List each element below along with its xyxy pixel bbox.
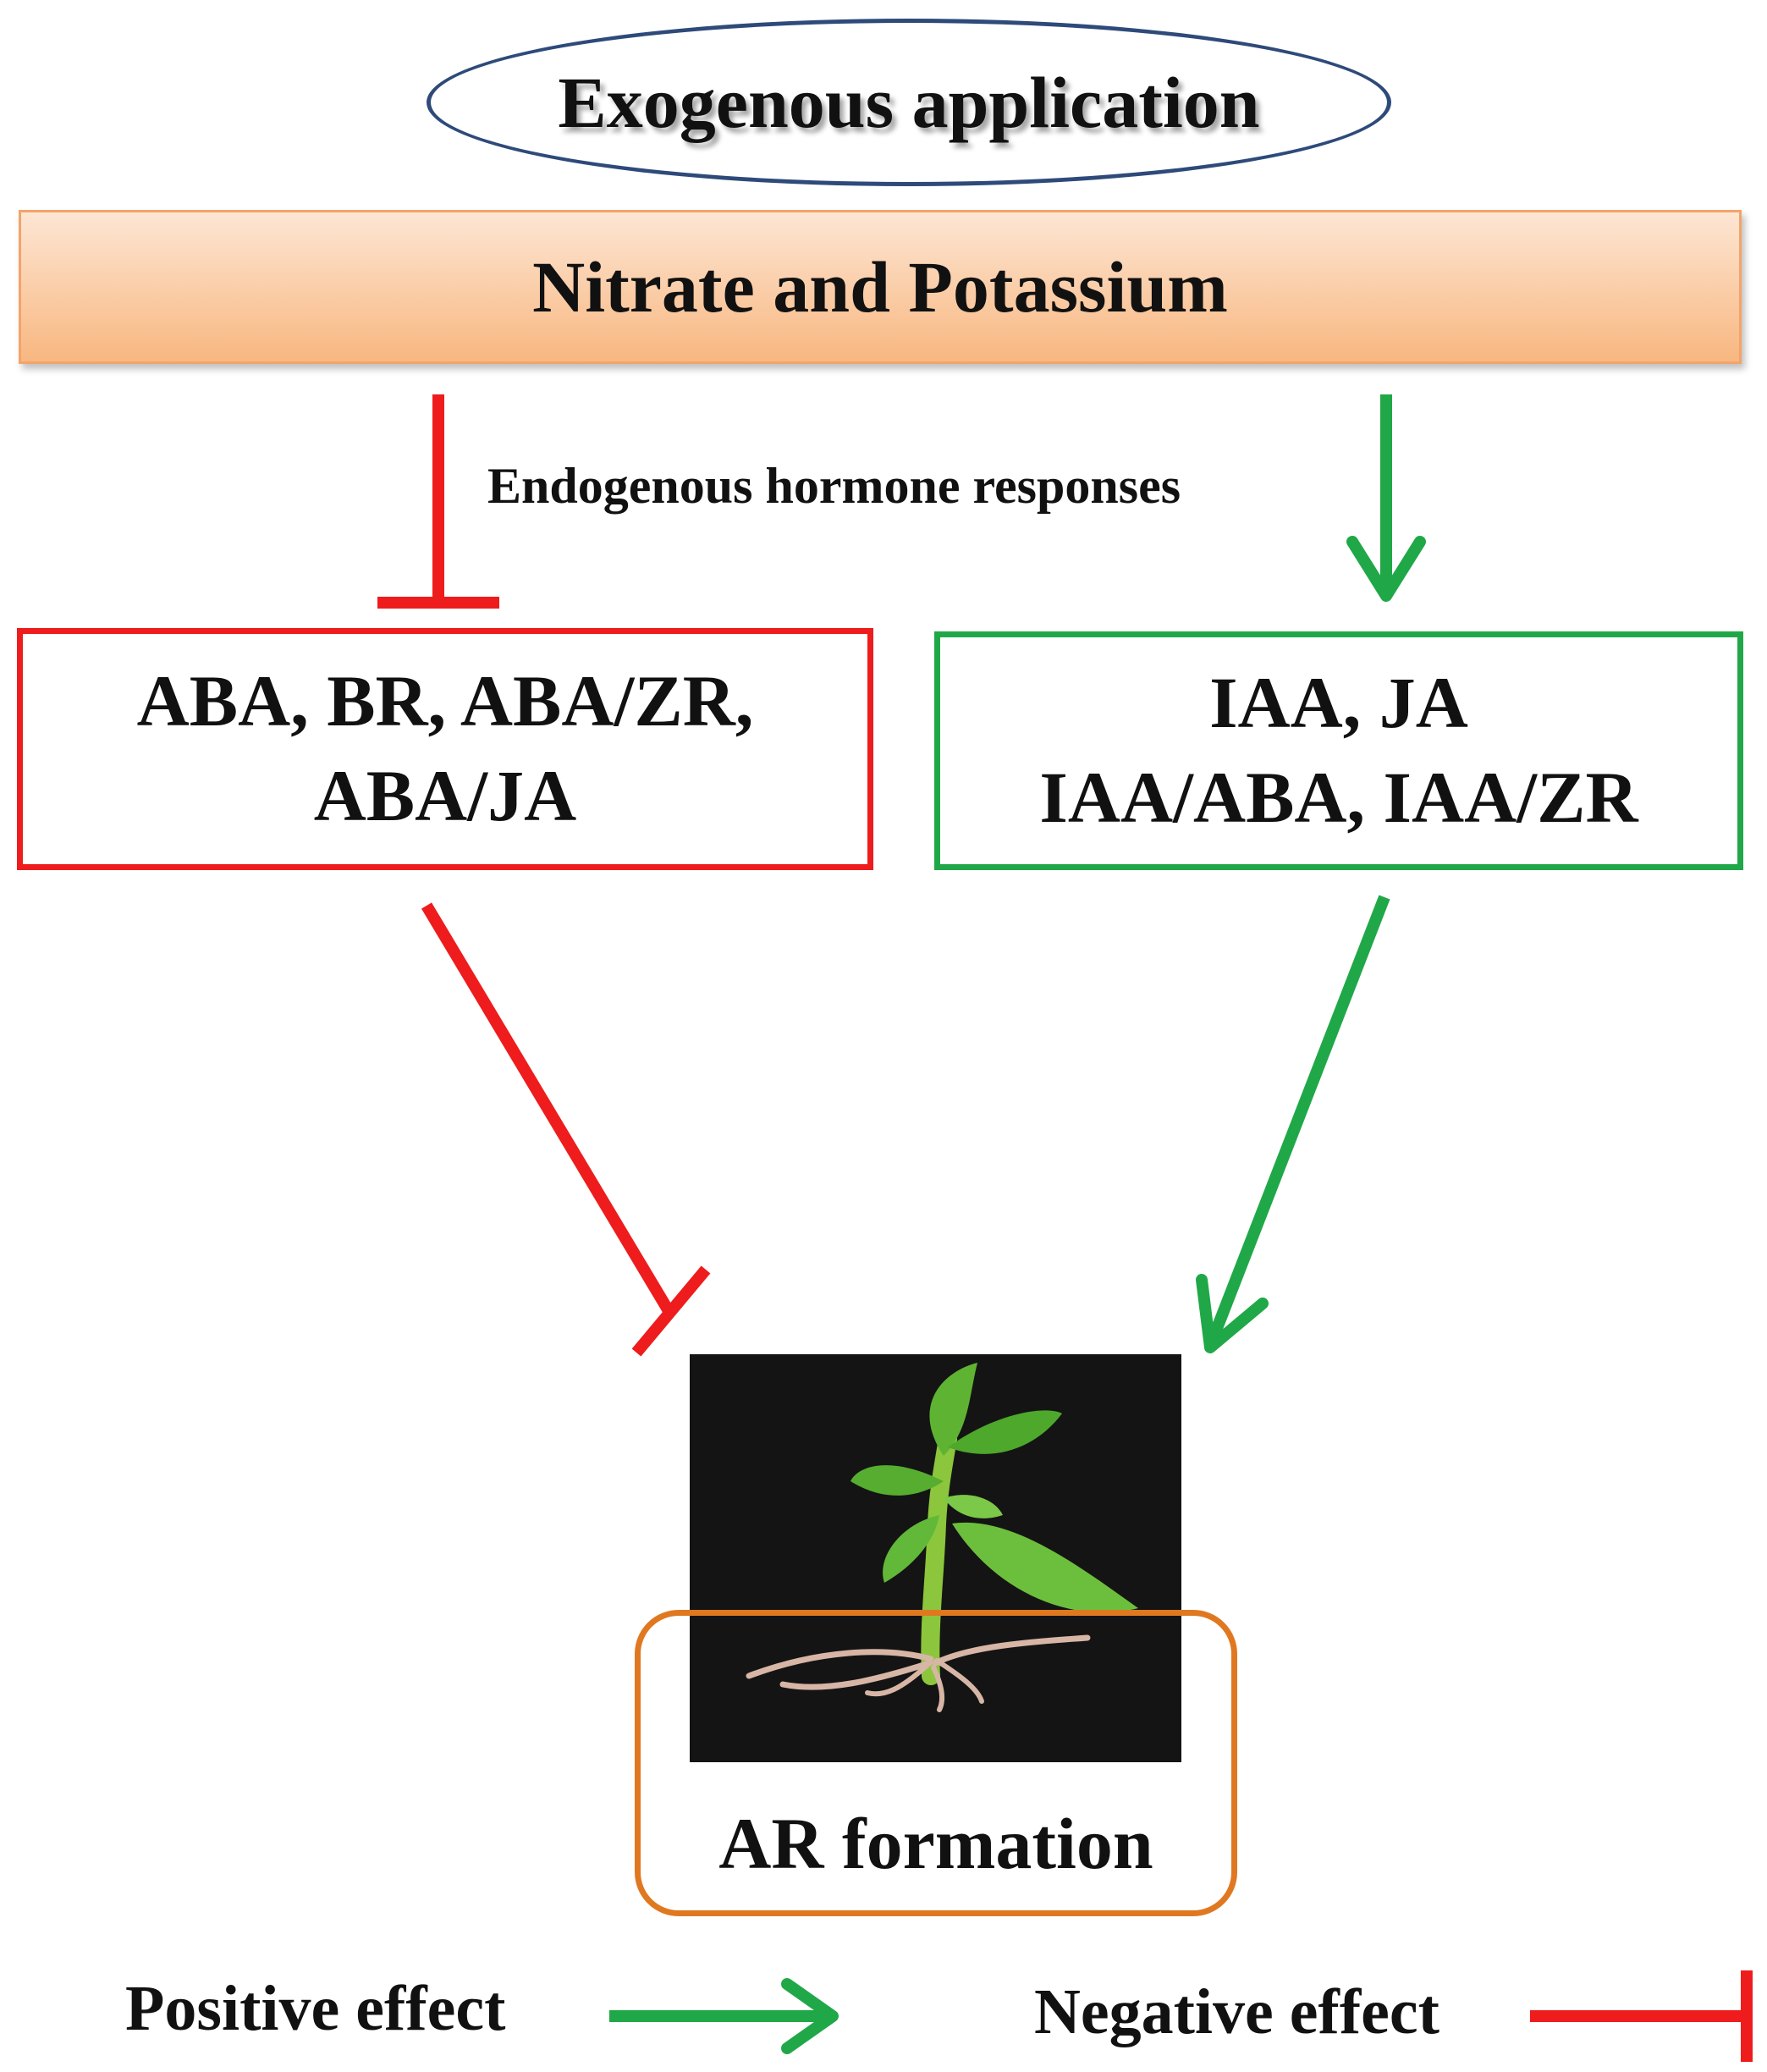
legend-negative-label: Negative effect xyxy=(1034,1976,1439,2047)
negative-hormones-box: ABA, BR, ABA/ZR, ABA/JA xyxy=(17,628,873,870)
arrow-head-positive-box xyxy=(1346,536,1426,602)
exogenous-application-label: Exogenous application xyxy=(558,62,1260,143)
ar-formation-frame xyxy=(635,1610,1237,1916)
inhibit-line-to-ar-formation xyxy=(421,902,676,1317)
plant-cutting-illustration xyxy=(690,1354,1181,1762)
legend-positive-arrow-head xyxy=(781,1978,839,2054)
nitrate-potassium-banner: Nitrate and Potassium xyxy=(19,210,1742,364)
negative-hormones-line2: ABA/JA xyxy=(313,755,577,836)
positive-hormones-line1: IAA, JA xyxy=(1209,662,1468,744)
exogenous-application-node: Exogenous application xyxy=(427,19,1391,186)
ar-formation-label: AR formation xyxy=(718,1803,1153,1884)
nitrate-potassium-label: Nitrate and Potassium xyxy=(532,246,1228,328)
arrow-head-ar-formation xyxy=(1196,1274,1269,1353)
inhibit-bar-ar-formation xyxy=(631,1265,711,1357)
legend-positive-label: Positive effect xyxy=(125,1973,506,2044)
arrow-line-to-ar-formation xyxy=(1204,895,1390,1348)
positive-hormones-box: IAA, JA IAA/ABA, IAA/ZR xyxy=(934,631,1743,870)
negative-hormones-line1: ABA, BR, ABA/ZR, xyxy=(136,660,754,742)
endogenous-hormone-label: Endogenous hormone responses xyxy=(487,458,1181,514)
positive-hormones-line2: IAA/ABA, IAA/ZR xyxy=(1039,757,1638,838)
plant-cutting-photo xyxy=(690,1354,1181,1762)
